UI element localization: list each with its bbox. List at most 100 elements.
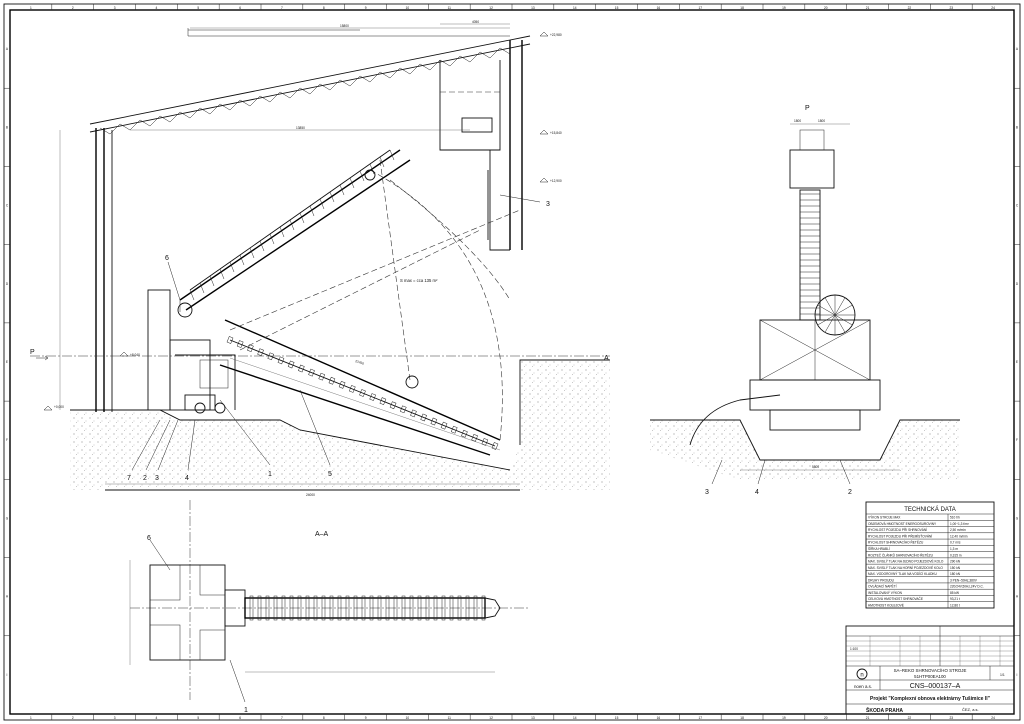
rail-post xyxy=(249,247,255,259)
tech-data-value: 0,315 m xyxy=(950,553,962,557)
plan-tooth xyxy=(449,595,454,621)
callout-number: 2 xyxy=(143,475,147,482)
frame-column-label: 7 xyxy=(281,716,283,720)
callout-number: 1 xyxy=(244,707,248,714)
callout-number: 3 xyxy=(705,489,709,496)
rail-post xyxy=(229,261,235,273)
rail-post xyxy=(309,205,315,217)
tech-data-label: CELKOVÁ HMOTNOST SHRNOVAČE xyxy=(868,596,923,601)
level-mark: +0,000 xyxy=(54,405,64,409)
callout-number: 2 xyxy=(848,489,852,496)
tech-data-label: MAX. SVISLÝ TLAK NA JEDNO POJEZDOVÉ KOLO xyxy=(868,559,944,564)
plan-tooth xyxy=(473,595,478,621)
frame-column-label: 22 xyxy=(908,716,912,720)
tech-data-label: RYCHLOST SHRNOVACÍHO ŘETĚZU xyxy=(868,540,924,545)
scraper-tooth xyxy=(338,380,346,389)
tech-data-label: MAX. SVISLÝ TLAK NA HORNÍ POJEZDOVÉ KOLO xyxy=(868,565,943,570)
frame-column-label: 6 xyxy=(239,6,241,10)
tech-data-value: 12,40 m/min xyxy=(950,534,968,538)
tech-data-value: 290 kN xyxy=(950,560,961,564)
contractor-logo: ŠKODA PRAHA xyxy=(866,706,903,714)
callout-number: 6 xyxy=(165,255,169,262)
scraper-tooth xyxy=(226,336,234,344)
frame-column-label: 9 xyxy=(365,716,367,720)
tech-data-label: HMOTNOST KOLEJOVÉ xyxy=(868,602,904,607)
dim-top-span: 15800 xyxy=(340,24,349,28)
scraper-tooth xyxy=(277,356,285,365)
tech-data-label: DRUHY PROUDU xyxy=(868,578,895,582)
rail-post xyxy=(219,268,225,280)
plan-tooth xyxy=(425,595,430,621)
tech-data-label: MAX. VODOROVNÝ TLAK NA VODÍCÍ KLADKU xyxy=(868,572,938,576)
frame-column-label: 13 xyxy=(531,716,535,720)
rail-post xyxy=(329,191,335,203)
tech-data-label: VÝKON STROJE MAX xyxy=(868,516,901,520)
tech-data-value: 0,7 m/s xyxy=(950,541,961,545)
frame-column-label: 16 xyxy=(657,6,661,10)
drawing-scale: 1:100 xyxy=(850,647,858,651)
tech-data-label: ROZTEČ ČLÁNKŮ SHRNOVACÍHO ŘETĚZU xyxy=(868,552,934,557)
plan-tooth xyxy=(257,595,262,621)
frame-row-label: I xyxy=(1017,673,1018,677)
plan-tooth xyxy=(457,595,462,621)
frame-column-label: 18 xyxy=(740,6,744,10)
rail-post xyxy=(319,198,325,210)
frame-column-label: 14 xyxy=(573,6,577,10)
plan-tooth xyxy=(417,595,422,621)
frame-row-label: A xyxy=(1016,47,1019,51)
rail-post xyxy=(199,282,205,294)
mast-ladder-rungs xyxy=(800,193,820,315)
frame-column-label: 13 xyxy=(531,6,535,10)
frame-column-label: 19 xyxy=(782,6,786,10)
scraper-tooth xyxy=(328,376,336,385)
scraper-tooth xyxy=(481,438,489,446)
side-view-callouts: 6 1 2 3 4 5 7 3 xyxy=(127,194,550,482)
rail-post xyxy=(289,219,295,231)
frame-column-label: 22 xyxy=(908,6,912,10)
frame-column-label: 12 xyxy=(489,716,493,720)
plan-tooth xyxy=(305,595,310,621)
plan-tooth xyxy=(441,595,446,621)
frame-column-label: 14 xyxy=(573,716,577,720)
scraper-tooth xyxy=(267,352,275,361)
callout-number: 7 xyxy=(127,475,131,482)
tech-data-label: RYCHLOST POJEZDU PŘI PŘEMÍSŤOVÁNÍ xyxy=(868,533,932,538)
scraper-chain-teeth xyxy=(226,336,499,450)
scraper-tooth xyxy=(420,413,427,422)
rail-post xyxy=(379,156,385,168)
tech-data-value: 510 t/h xyxy=(950,516,960,520)
scraper-tooth xyxy=(410,409,417,418)
tech-data-value: 3 PEN~50Hz,380V xyxy=(950,578,978,582)
rail-post xyxy=(259,240,265,252)
callout-number: 4 xyxy=(755,489,759,496)
rail-post xyxy=(239,254,245,266)
rail-post xyxy=(279,226,285,238)
tech-data-value: 1,3 m xyxy=(950,547,958,551)
section-mark-right: A xyxy=(604,355,609,362)
frame-column-label: 3 xyxy=(114,6,116,10)
front-view-label: P xyxy=(805,105,810,112)
plan-tooth xyxy=(265,595,270,621)
plan-tooth xyxy=(393,595,398,621)
level-mark: +8,040 xyxy=(130,353,140,357)
frame-column-label: 7 xyxy=(281,6,283,10)
callout-number: 1 xyxy=(268,471,272,478)
frame-column-label: 4 xyxy=(156,716,158,720)
company-name: noen a.s. xyxy=(854,684,872,689)
frame-column-label: 19 xyxy=(782,716,786,720)
frame-row-label: B xyxy=(1016,125,1018,129)
plan-tooth xyxy=(361,595,366,621)
frame-column-label: 5 xyxy=(197,6,199,10)
plan-tooth xyxy=(481,595,486,621)
scraper-tooth xyxy=(399,405,407,414)
callout-number: 4 xyxy=(185,475,189,482)
tech-data-label: OVLÁDACÍ NAPĚTÍ xyxy=(868,584,897,589)
frame-column-label: 6 xyxy=(239,716,241,720)
plan-tooth xyxy=(273,595,278,621)
frame-row-label: H xyxy=(1016,595,1019,599)
title-block-grid-lines xyxy=(846,636,1014,666)
front-dim-top1: 1800 xyxy=(794,119,801,123)
frame-column-label: 1 xyxy=(30,716,32,720)
plan-scraper-teeth xyxy=(249,595,486,621)
